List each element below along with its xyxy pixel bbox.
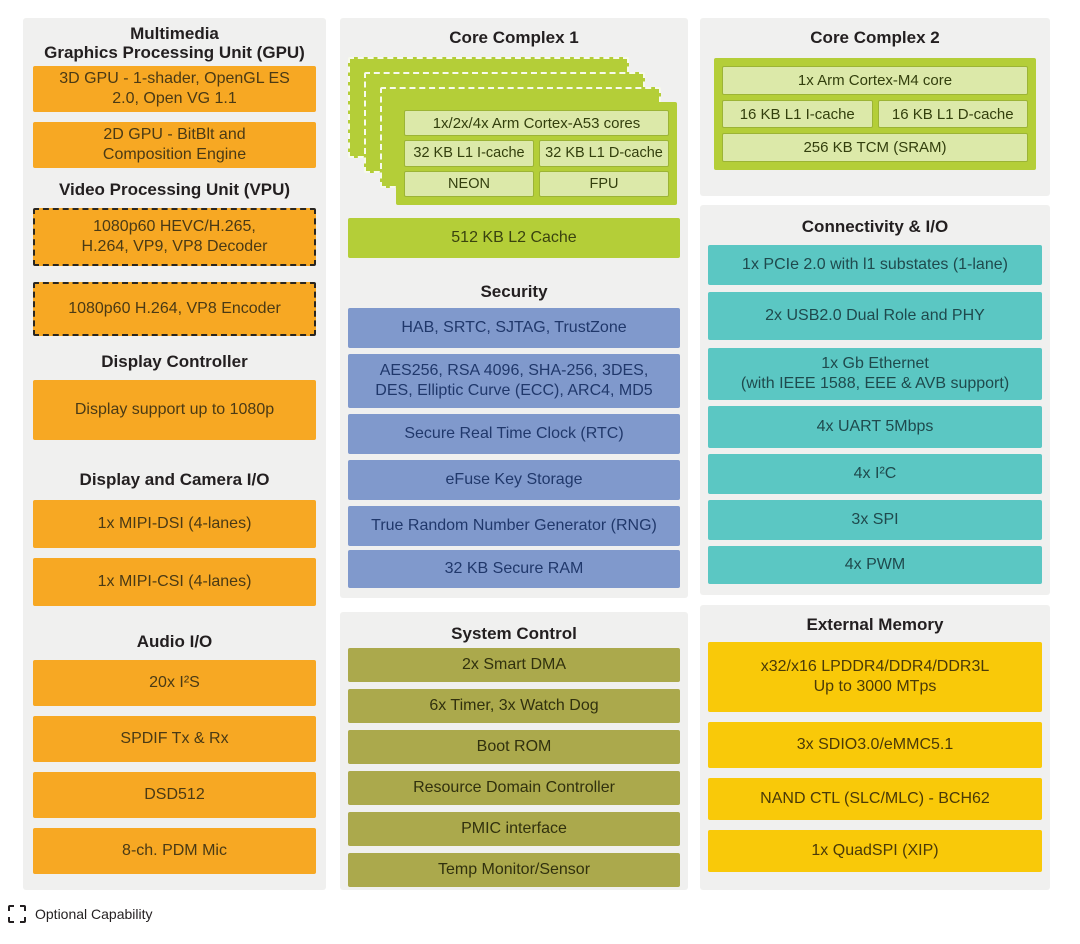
section-title-vpu: Video Processing Unit (VPU)	[58, 180, 291, 200]
cortex-m4-card: 1x Arm Cortex-M4 core 16 KB L1 I-cache 1…	[714, 58, 1036, 170]
block-rng: True Random Number Generator (RNG)	[348, 506, 680, 546]
legend-optional-capability: Optional Capability	[8, 905, 153, 923]
block-usb: 2x USB2.0 Dual Role and PHY	[708, 292, 1042, 340]
cell-l1-icache: 32 KB L1 I-cache	[404, 140, 534, 167]
column-core-security: Core Complex 1 1x/2x/4x Arm Cortex-A53 c…	[340, 18, 688, 890]
section-title-core-complex-1: Core Complex 1	[449, 28, 579, 48]
block-spi: 3x SPI	[708, 500, 1042, 540]
section-title-audio-io: Audio I/O	[136, 632, 213, 652]
block-boot-rom: Boot ROM	[348, 730, 680, 764]
block-lpddr4-ddr4-ddr3l: x32/x16 LPDDR4/DDR4/DDR3L Up to 3000 MTp…	[708, 642, 1042, 712]
block-3d-gpu: 3D GPU - 1-shader, OpenGL ES 2.0, Open V…	[33, 66, 316, 112]
block-gb-ethernet: 1x Gb Ethernet (with IEEE 1588, EEE & AV…	[708, 348, 1042, 400]
block-sdio-emmc: 3x SDIO3.0/eMMC5.1	[708, 722, 1042, 768]
panel-core-complex-2: Core Complex 2 1x Arm Cortex-M4 core 16 …	[700, 18, 1050, 196]
block-pwm: 4x PWM	[708, 546, 1042, 584]
block-spdif: SPDIF Tx & Rx	[33, 716, 316, 762]
section-title-multimedia-gpu: Multimedia Graphics Processing Unit (GPU…	[44, 23, 305, 62]
cell-m4-l1-icache: 16 KB L1 I-cache	[722, 99, 873, 129]
legend-label: Optional Capability	[35, 906, 153, 922]
block-pdm-mic: 8-ch. PDM Mic	[33, 828, 316, 874]
block-pcie: 1x PCIe 2.0 with l1 substates (1-lane)	[708, 245, 1042, 285]
block-efuse-key-storage: eFuse Key Storage	[348, 460, 680, 500]
cortex-a53-card: 1x/2x/4x Arm Cortex-A53 cores 32 KB L1 I…	[396, 102, 677, 205]
cell-neon: NEON	[404, 170, 534, 197]
section-title-system-control: System Control	[451, 624, 577, 644]
column-multimedia: Multimedia Graphics Processing Unit (GPU…	[23, 18, 326, 890]
block-2d-gpu: 2D GPU - BitBlt and Composition Engine	[33, 122, 316, 168]
block-display-support: Display support up to 1080p	[33, 380, 316, 440]
cell-l1-dcache: 32 KB L1 D-cache	[539, 140, 669, 167]
cortex-a53-card-stack: 1x/2x/4x Arm Cortex-A53 cores 32 KB L1 I…	[348, 57, 680, 205]
block-secure-rtc: Secure Real Time Clock (RTC)	[348, 414, 680, 454]
block-crypto-engines: AES256, RSA 4096, SHA-256, 3DES, DES, El…	[348, 354, 680, 408]
block-dsd512: DSD512	[33, 772, 316, 818]
block-uart: 4x UART 5Mbps	[708, 406, 1042, 448]
cell-tcm-sram: 256 KB TCM (SRAM)	[722, 133, 1028, 163]
block-i2s: 20x I²S	[33, 660, 316, 706]
section-title-external-memory: External Memory	[806, 615, 944, 635]
block-pmic-interface: PMIC interface	[348, 812, 680, 846]
block-nand-ctl: NAND CTL (SLC/MLC) - BCH62	[708, 778, 1042, 820]
cell-m4-l1-dcache: 16 KB L1 D-cache	[877, 99, 1028, 129]
panel-core-complex-1: Core Complex 1 1x/2x/4x Arm Cortex-A53 c…	[340, 18, 688, 598]
block-secure-ram: 32 KB Secure RAM	[348, 550, 680, 588]
block-resource-domain-controller: Resource Domain Controller	[348, 771, 680, 805]
block-temp-monitor: Temp Monitor/Sensor	[348, 853, 680, 887]
block-i2c: 4x I²C	[708, 454, 1042, 494]
block-timer-watchdog: 6x Timer, 3x Watch Dog	[348, 689, 680, 723]
panel-external-memory: External Memory x32/x16 LPDDR4/DDR4/DDR3…	[700, 605, 1050, 890]
section-title-connectivity-io: Connectivity & I/O	[801, 217, 949, 237]
cell-cortex-m4-core: 1x Arm Cortex-M4 core	[722, 66, 1028, 95]
block-l2-cache: 512 KB L2 Cache	[348, 218, 680, 258]
section-title-display-controller: Display Controller	[101, 352, 248, 372]
section-title-display-camera-io: Display and Camera I/O	[79, 470, 270, 490]
block-mipi-csi: 1x MIPI-CSI (4-lanes)	[33, 558, 316, 606]
section-title-security: Security	[480, 282, 548, 302]
cell-cortex-a53-cores: 1x/2x/4x Arm Cortex-A53 cores	[404, 110, 669, 137]
cell-fpu: FPU	[539, 170, 669, 197]
panel-system-control: System Control 2x Smart DMA 6x Timer, 3x…	[340, 612, 688, 890]
section-title-core-complex-2: Core Complex 2	[810, 28, 940, 48]
block-video-decoder-optional: 1080p60 HEVC/H.265, H.264, VP9, VP8 Deco…	[33, 208, 316, 266]
block-smart-dma: 2x Smart DMA	[348, 648, 680, 682]
column-connectivity-memory: Core Complex 2 1x Arm Cortex-M4 core 16 …	[700, 18, 1050, 890]
block-hab-srtc-sjtag-trustzone: HAB, SRTC, SJTAG, TrustZone	[348, 308, 680, 348]
block-quadspi: 1x QuadSPI (XIP)	[708, 830, 1042, 872]
block-video-encoder-optional: 1080p60 H.264, VP8 Encoder	[33, 282, 316, 336]
block-mipi-dsi: 1x MIPI-DSI (4-lanes)	[33, 500, 316, 548]
panel-multimedia: Multimedia Graphics Processing Unit (GPU…	[23, 18, 326, 890]
panel-connectivity-io: Connectivity & I/O 1x PCIe 2.0 with l1 s…	[700, 205, 1050, 595]
dashed-box-icon	[8, 905, 26, 923]
